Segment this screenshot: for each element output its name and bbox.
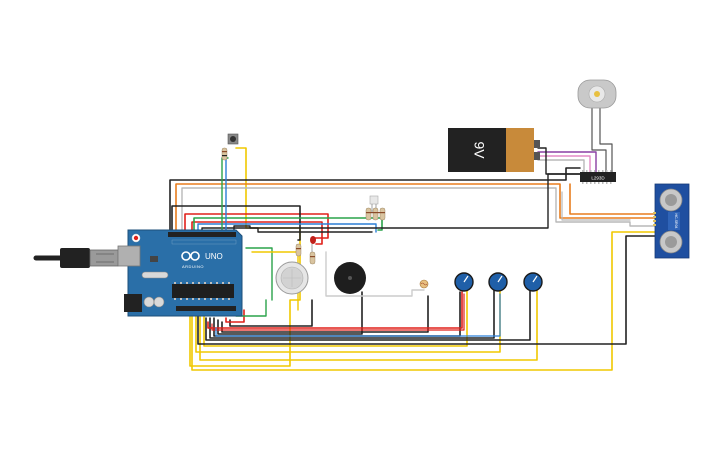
wire-orange-top[interactable] — [175, 183, 656, 233]
board-brand-label: ARDUINO — [182, 264, 204, 269]
wire-red-pot1[interactable] — [207, 291, 463, 329]
capacitor — [143, 296, 155, 308]
digital-header — [168, 232, 236, 237]
wire-black-top2[interactable] — [171, 205, 301, 241]
wire-driver-pink[interactable] — [537, 155, 591, 173]
wire-black-pot3[interactable] — [205, 289, 531, 341]
wire-driver-gray[interactable] — [537, 159, 585, 173]
wire-gray-ldr[interactable] — [325, 251, 425, 297]
wire-black-top[interactable] — [169, 167, 581, 233]
wire-yellow-pot3[interactable] — [199, 287, 538, 361]
wires — [169, 107, 656, 371]
wire-red-top[interactable] — [191, 221, 323, 245]
crystal — [141, 271, 169, 279]
battery-9v[interactable]: 9V — [448, 128, 540, 172]
usb-port — [117, 245, 141, 267]
driver-chip-label: L293D — [591, 176, 605, 181]
wire-black-sensor[interactable] — [197, 235, 656, 345]
board-model-label: UNO — [205, 252, 223, 261]
atmega-chip — [172, 284, 234, 298]
wire-yellow-sensor[interactable] — [191, 231, 656, 371]
wire-yellow-button[interactable] — [189, 147, 301, 367]
potentiometer-2[interactable] — [488, 272, 508, 292]
sensor-model-label: HC-SR04 — [674, 214, 678, 229]
dc-jack — [124, 294, 142, 312]
arduino-uno-board[interactable]: UNO ARDUINO — [117, 229, 243, 317]
red-led[interactable] — [310, 236, 316, 254]
wire-black-pot2[interactable] — [209, 289, 495, 339]
wire-motor-a[interactable] — [591, 107, 607, 173]
gas-sensor[interactable] — [275, 261, 309, 295]
wire-red-pot3[interactable] — [211, 293, 465, 331]
arduino-logo-icon — [181, 251, 200, 261]
battery-voltage-label: 9V — [471, 141, 487, 159]
usb-cable[interactable] — [33, 248, 119, 268]
motor-driver-chip[interactable]: L293D — [580, 170, 616, 184]
wire-black-gas[interactable] — [229, 299, 313, 327]
wire-blue-pot[interactable] — [215, 293, 501, 337]
photoresistor[interactable] — [419, 279, 429, 289]
push-button[interactable] — [227, 133, 239, 145]
wire-gray-top[interactable] — [181, 187, 656, 233]
potentiometer-1[interactable] — [454, 272, 474, 292]
potentiometer-3[interactable] — [523, 272, 543, 292]
piezo-buzzer[interactable] — [334, 262, 366, 294]
wire-battery-black[interactable] — [537, 147, 581, 175]
wire-green-button[interactable] — [221, 157, 229, 233]
wire-yellow-pot1[interactable] — [203, 289, 468, 347]
wire-black-buzzer[interactable] — [217, 291, 363, 335]
analog-header — [176, 306, 236, 311]
wire-driver-purple[interactable] — [537, 151, 597, 173]
wire-orange-sensor[interactable] — [569, 183, 656, 215]
wire-gray-sensor[interactable] — [561, 191, 631, 221]
led-resistor — [295, 243, 316, 265]
wire-green-gas[interactable] — [235, 247, 273, 317]
button-resistor — [221, 147, 228, 161]
rgb-resistors — [365, 207, 386, 221]
wire-black-ldr[interactable] — [221, 295, 429, 333]
dc-motor[interactable] — [577, 79, 617, 109]
capacitor — [153, 296, 165, 308]
ultrasonic-sensor[interactable]: HC-SR04 — [653, 183, 690, 259]
wire-motor-b[interactable] — [599, 107, 613, 173]
